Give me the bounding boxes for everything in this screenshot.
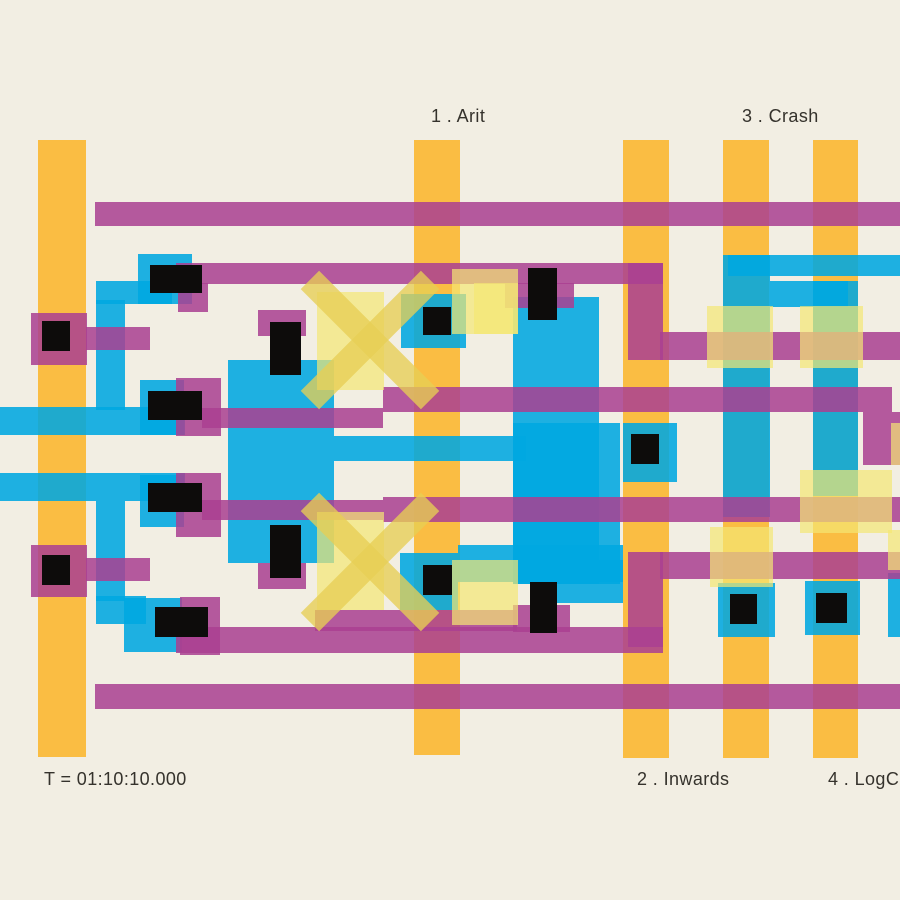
via-contact bbox=[423, 565, 452, 595]
yellow-bridge bbox=[888, 530, 900, 570]
purple-trace bbox=[660, 552, 900, 579]
via-contact bbox=[528, 268, 557, 320]
cyan-trace bbox=[96, 501, 125, 601]
via-contact bbox=[530, 582, 557, 633]
cyan-trace bbox=[728, 255, 900, 276]
cyan-trace bbox=[96, 300, 125, 410]
purple-trace bbox=[202, 408, 383, 428]
purple-trace bbox=[86, 327, 150, 350]
purple-trace bbox=[628, 552, 663, 647]
pin-label-4-logc: 4 . LogC bbox=[828, 769, 900, 789]
purple-trace bbox=[95, 202, 900, 226]
yellow-bridge bbox=[891, 423, 900, 465]
via-contact bbox=[270, 322, 301, 375]
purple-trace bbox=[95, 684, 900, 709]
via-contact bbox=[423, 307, 451, 335]
via-contact bbox=[155, 607, 208, 637]
purple-trace bbox=[176, 627, 663, 653]
via-contact bbox=[42, 555, 70, 585]
pin-rail-trace bbox=[38, 140, 86, 757]
via-contact bbox=[816, 593, 847, 623]
purple-trace bbox=[660, 332, 900, 360]
yellow-bridge bbox=[710, 527, 773, 587]
via-contact bbox=[270, 525, 301, 578]
via-contact bbox=[730, 594, 757, 624]
cyan-trace bbox=[334, 436, 526, 461]
pin-label-2-inwards: 2 . Inwards bbox=[637, 769, 730, 789]
pin-label-1-arit: 1 . Arit bbox=[431, 106, 486, 126]
cyan-trace bbox=[723, 255, 770, 517]
via-contact bbox=[148, 483, 202, 512]
cyan-trace bbox=[888, 573, 900, 637]
via-contact bbox=[150, 265, 202, 293]
yellow-bridge bbox=[800, 470, 892, 533]
purple-trace bbox=[628, 263, 663, 360]
via-contact bbox=[42, 321, 70, 351]
purple-trace bbox=[86, 558, 150, 581]
via-contact bbox=[631, 434, 659, 464]
pin-label-3-crash: 3 . Crash bbox=[742, 106, 819, 126]
timer-label: T = 01:10:10.000 bbox=[44, 769, 187, 789]
yellow-bridge bbox=[800, 306, 863, 368]
via-contact bbox=[148, 391, 202, 420]
yellow-bridge bbox=[707, 306, 773, 368]
yellow-bridge bbox=[452, 560, 518, 625]
yellow-bridge bbox=[474, 283, 518, 334]
purple-trace bbox=[383, 387, 892, 412]
